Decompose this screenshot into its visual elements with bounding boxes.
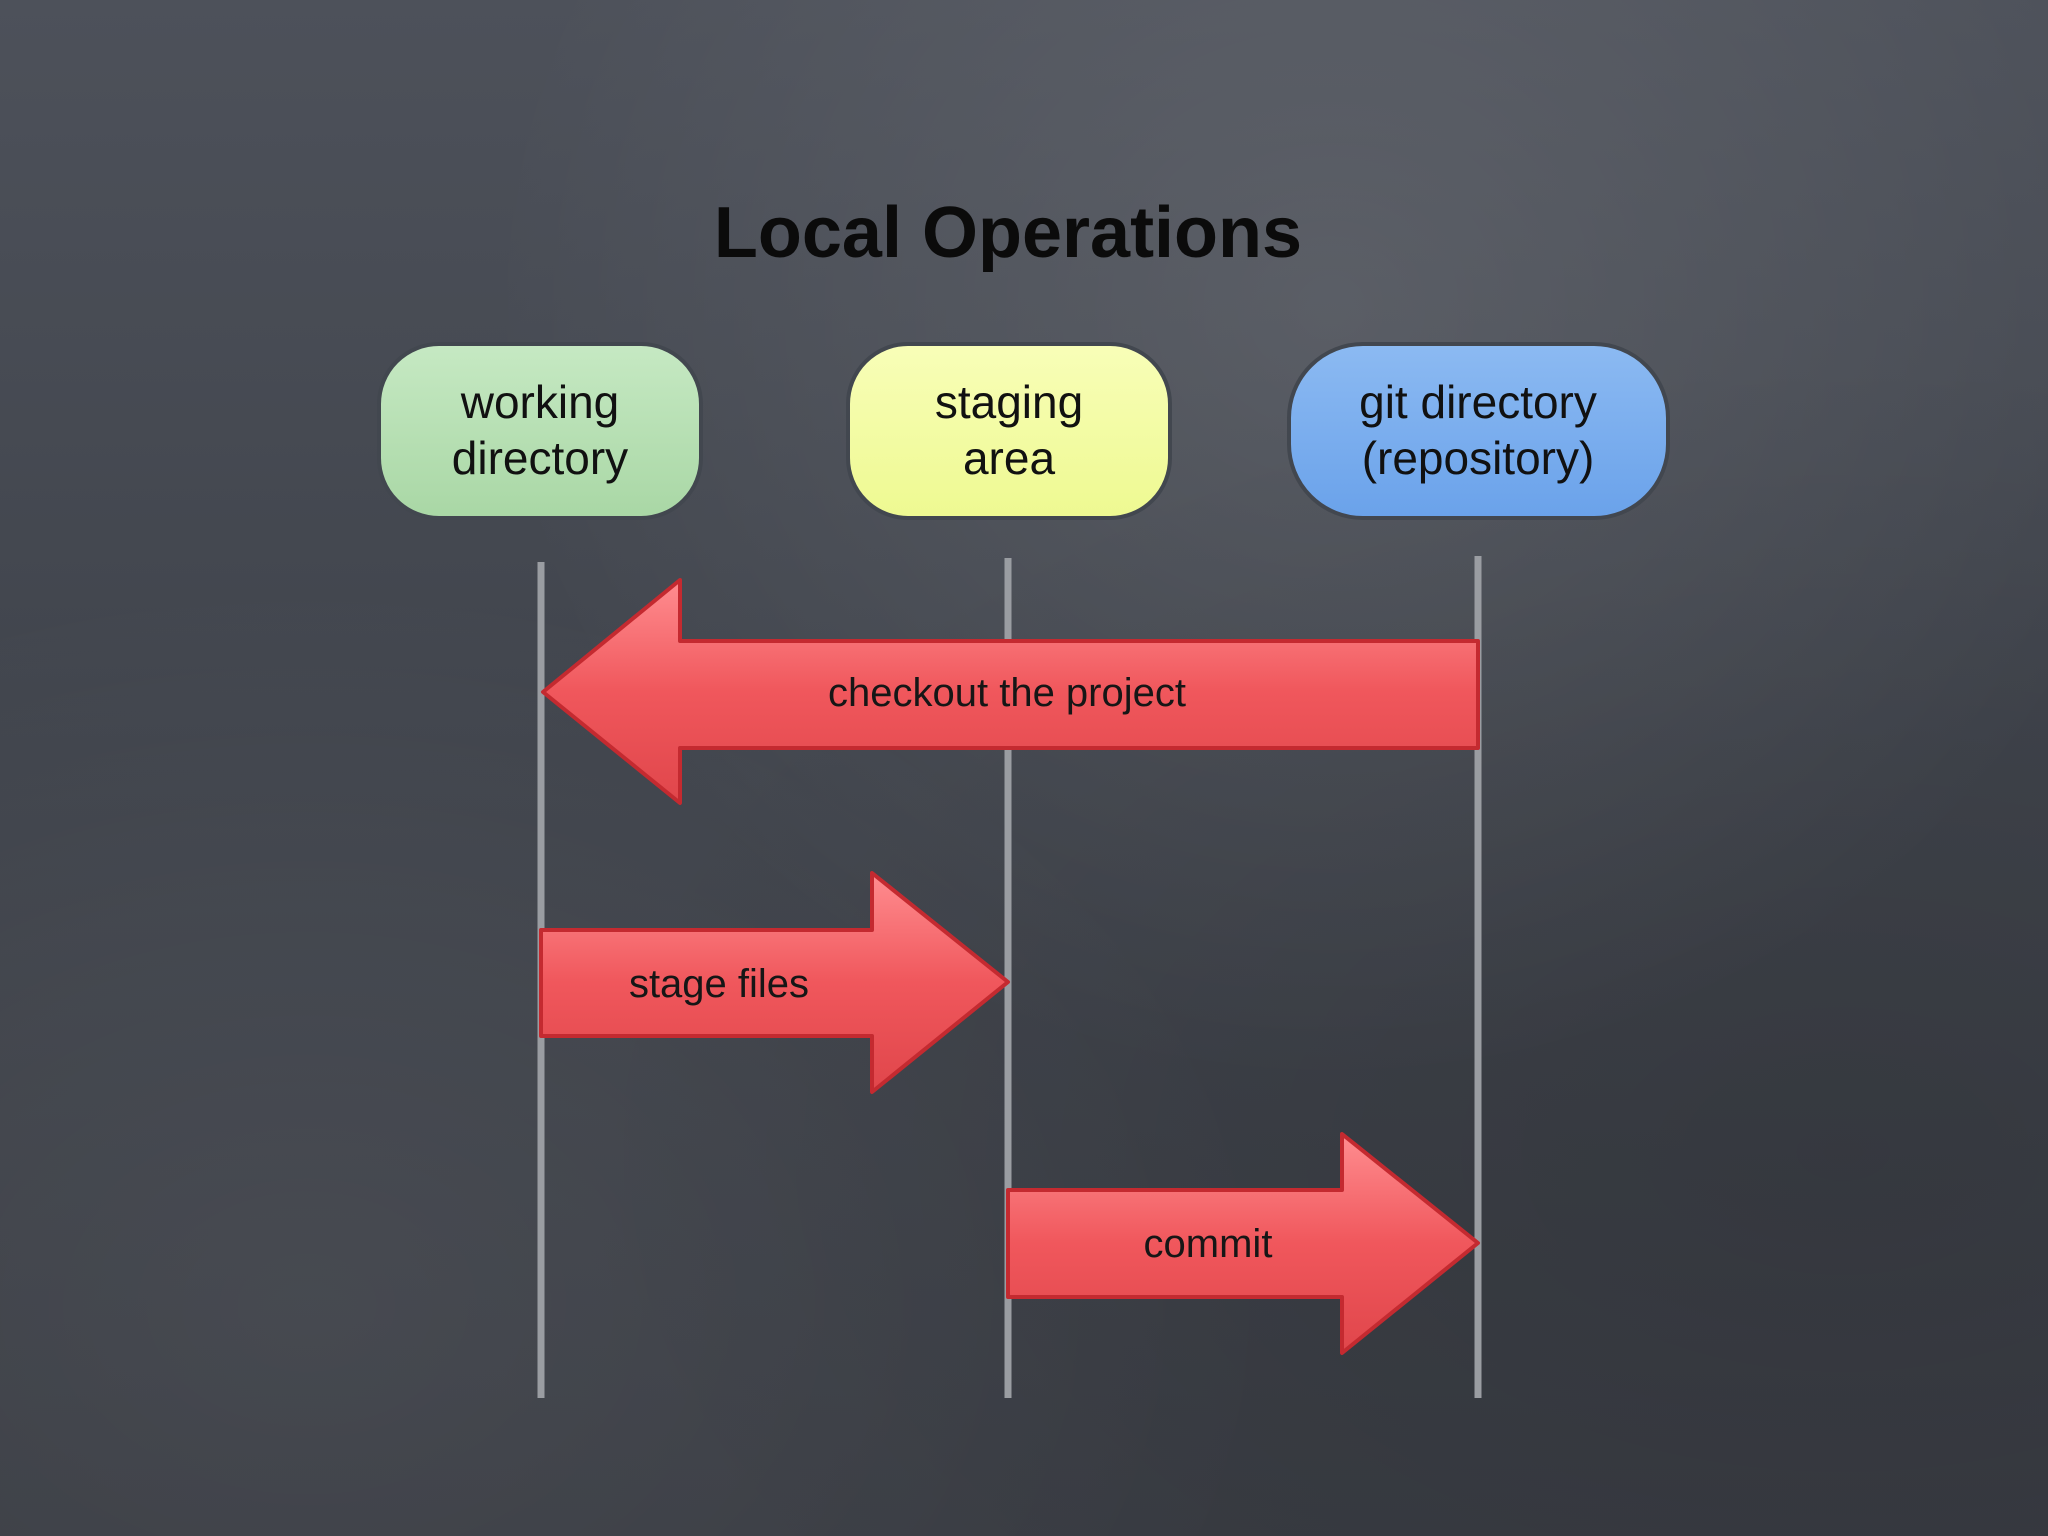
node-git-directory-label: git directory xyxy=(1359,376,1597,428)
arrow-checkout-the-project: checkout the project xyxy=(541,578,1480,805)
node-staging-area-box xyxy=(846,342,1172,520)
arrow-commit-shape xyxy=(1006,1132,1480,1355)
node-working-directory-box xyxy=(377,342,703,520)
node-staging-area: staging area xyxy=(846,342,1172,520)
node-git-directory-sublabel: (repository) xyxy=(1362,432,1595,484)
arrow-commit-label: commit xyxy=(1144,1222,1273,1266)
node-working-directory-label: working xyxy=(460,376,620,428)
arrow-stage-files: stage files xyxy=(539,871,1010,1094)
node-working-directory-sublabel: directory xyxy=(452,432,628,484)
node-git-directory-box xyxy=(1287,342,1670,520)
arrow-stage-files-shape xyxy=(539,871,1010,1094)
arrow-checkout-shape xyxy=(541,578,1480,805)
node-staging-area-label: staging xyxy=(935,376,1083,428)
node-git-directory: git directory (repository) xyxy=(1287,342,1670,520)
node-staging-area-sublabel: area xyxy=(963,432,1055,484)
arrow-commit: commit xyxy=(1006,1132,1480,1355)
node-working-directory: working directory xyxy=(377,342,703,520)
arrow-stage-files-label: stage files xyxy=(629,962,809,1006)
arrow-checkout-label: checkout the project xyxy=(828,671,1186,715)
diagram-title: Local Operations xyxy=(714,193,1302,273)
